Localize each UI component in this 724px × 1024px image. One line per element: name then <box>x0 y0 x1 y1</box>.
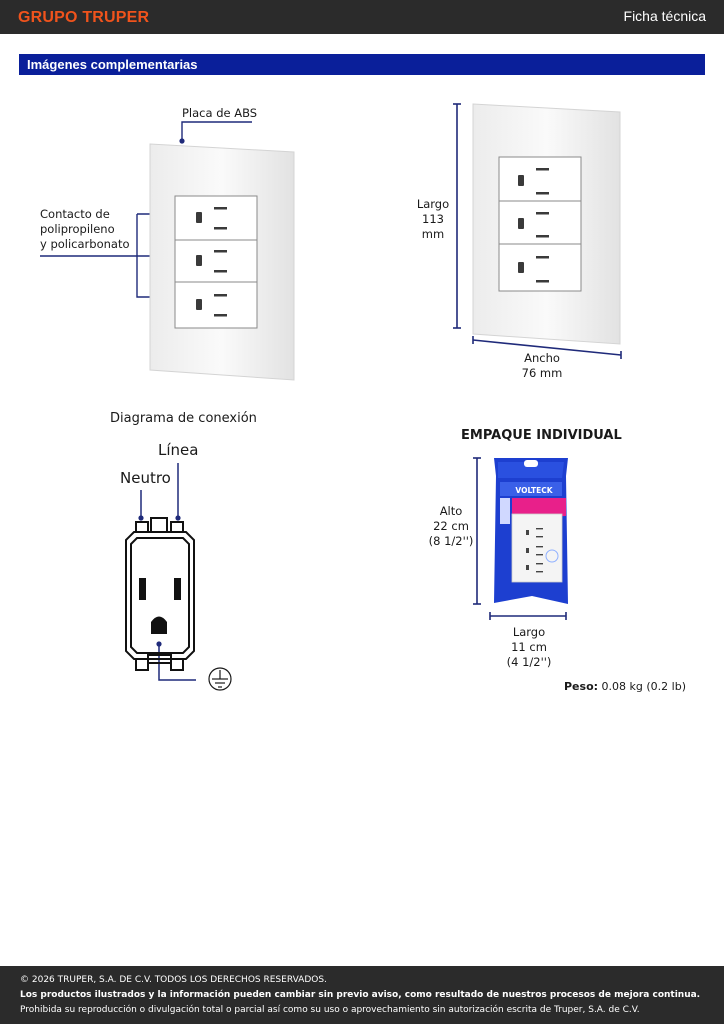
outlet-dimension-lines <box>453 103 622 359</box>
brand-logo: GRUPO TRUPER <box>18 9 150 26</box>
pack-brand-text: VOLTECK <box>515 486 553 495</box>
section-header: Imágenes complementarias <box>19 54 705 75</box>
contact-label-line-2: polipropileno <box>40 222 115 236</box>
header-bar: GRUPO TRUPER Ficha técnica <box>0 0 724 34</box>
outlet-dimension-image <box>472 103 621 345</box>
connection-diagram <box>125 463 232 691</box>
footer-prohibition: Prohibida su reproducción o divulgación … <box>20 1005 640 1015</box>
footer-copyright: © 2026 TRUPER, S.A. DE C.V. TODOS LOS DE… <box>20 975 327 985</box>
contact-label-line-3: y policarbonato <box>40 237 130 251</box>
footer-notice: Los productos ilustrados y la informació… <box>20 990 701 1000</box>
packaging-dimension-lines <box>473 457 567 620</box>
package-image: VOLTECK <box>494 458 568 604</box>
contact-label-line-1: Contacto de <box>40 207 110 221</box>
outlet-width-label: Ancho <box>524 351 560 365</box>
document-type: Ficha técnica <box>623 8 706 24</box>
connection-diagram-title: Diagrama de conexión <box>110 411 257 426</box>
pack-height-label: Alto <box>439 504 463 518</box>
weight-label: Peso: <box>564 680 599 693</box>
pack-length-cm: 11 cm <box>511 640 547 654</box>
weight-row: Peso: 0.08 kg (0.2 lb) <box>564 679 686 694</box>
pack-length-label: Largo <box>512 625 546 639</box>
outlet-front-image <box>149 143 295 381</box>
footer: © 2026 TRUPER, S.A. DE C.V. TODOS LOS DE… <box>0 966 724 1024</box>
plate-label: Placa de ABS <box>182 106 258 120</box>
outlet-height-value: 113 mm <box>421 212 445 241</box>
pack-height-in: (8 1/2'') <box>428 534 474 548</box>
neutral-label: Neutro <box>120 469 171 487</box>
weight-value: 0.08 kg (0.2 lb) <box>601 680 686 693</box>
line-label: Línea <box>158 441 199 459</box>
packaging-title: EMPAQUE INDIVIDUAL <box>461 428 622 443</box>
ground-icon <box>208 667 232 691</box>
outlet-height-label: Largo <box>416 197 450 211</box>
pack-height-cm: 22 cm <box>433 519 469 533</box>
outlet-width-value: 76 mm <box>521 366 563 380</box>
section-title: Imágenes complementarias <box>27 57 198 72</box>
pack-length-in: (4 1/2'') <box>506 655 552 669</box>
